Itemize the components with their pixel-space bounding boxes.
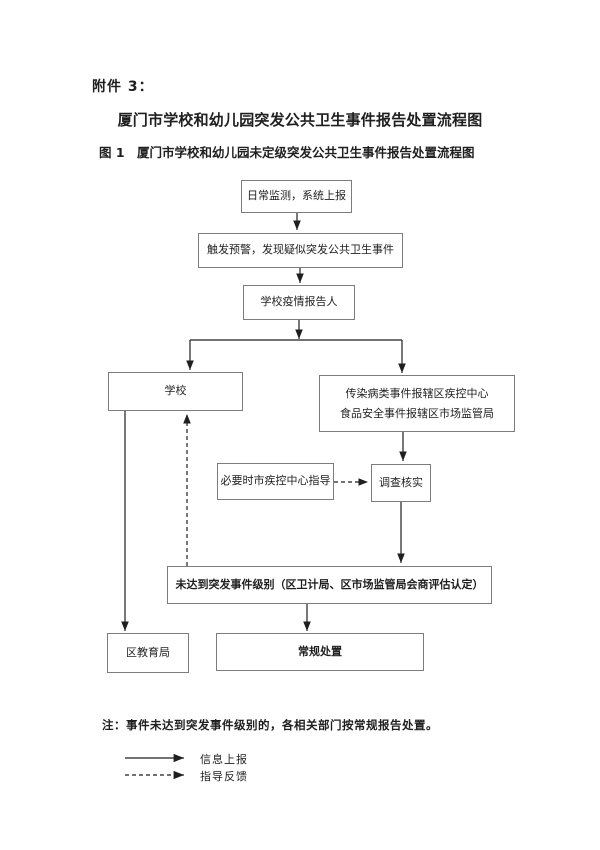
legend-dashed-arrow-label: 指导反馈 xyxy=(200,770,248,783)
node-district-education-bureau: 区教育局 xyxy=(107,633,189,673)
node-investigate-verify: 调查核实 xyxy=(371,464,431,502)
node-school-epidemic-reporter: 学校疫情报告人 xyxy=(243,285,355,320)
node-routine-handling: 常规处置 xyxy=(216,633,424,671)
legend-solid-arrow-label: 信息上报 xyxy=(200,753,248,766)
report-dest-line2: 食品安全事件报辖区市场监管局 xyxy=(340,406,494,420)
node-daily-monitoring: 日常监测，系统上报 xyxy=(241,180,352,213)
attachment-label: 附件 3： xyxy=(92,79,154,95)
node-trigger-alert: 触发预警，发现疑似突发公共卫生事件 xyxy=(198,233,403,268)
node-below-emergency-level: 未达到突发事件级别（区卫计局、区市场监管局会商评估认定） xyxy=(167,566,492,604)
node-report-destinations: 传染病类事件报辖区疾控中心 食品安全事件报辖区市场监管局 xyxy=(319,375,515,432)
figure-caption: 图 1 厦门市学校和幼儿园未定级突发公共卫生事件报告处置流程图 xyxy=(99,145,475,160)
node-school: 学校 xyxy=(108,372,243,411)
node-city-cdc-guidance: 必要时市疾控中心指导 xyxy=(217,463,334,500)
note-text: 注：事件未达到突发事件级别的，各相关部门按常规报告处置。 xyxy=(102,718,438,732)
report-dest-line1: 传染病类事件报辖区疾控中心 xyxy=(345,386,489,400)
page-title: 厦门市学校和幼儿园突发公共卫生事件报告处置流程图 xyxy=(117,111,483,129)
